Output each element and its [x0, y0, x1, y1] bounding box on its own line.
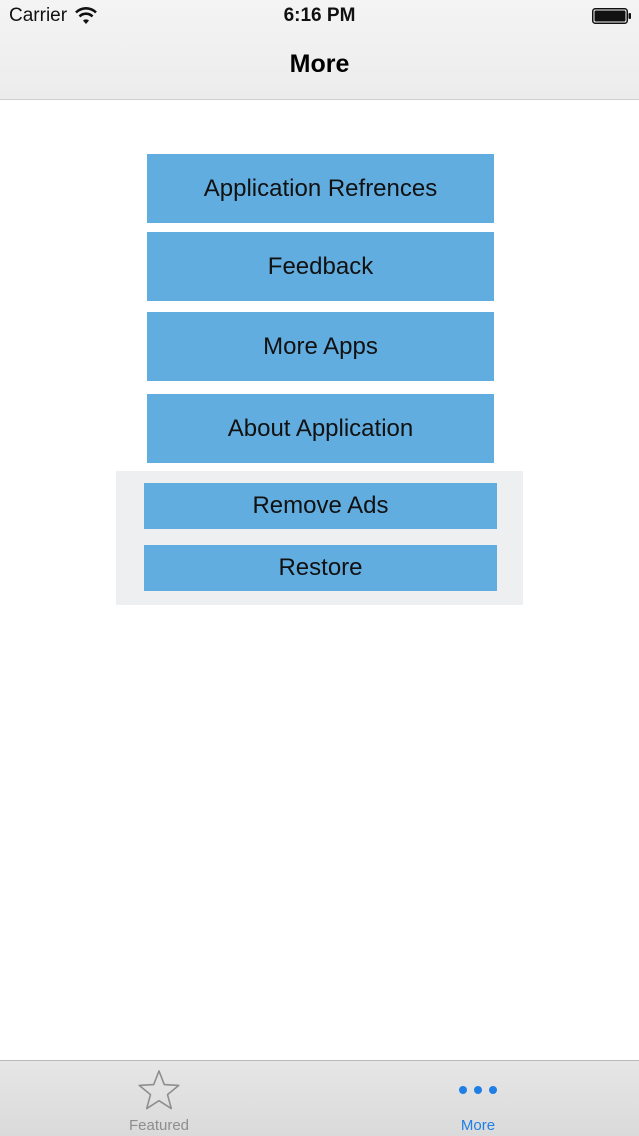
- wifi-icon: [75, 7, 97, 24]
- status-carrier: Carrier: [9, 5, 97, 27]
- restore-button[interactable]: Restore: [144, 545, 497, 591]
- tab-more[interactable]: More: [398, 1061, 558, 1136]
- page-title: More: [289, 50, 350, 78]
- more-dots-icon: [459, 1086, 497, 1094]
- tab-more-label: More: [460, 1117, 496, 1134]
- carrier-label: Carrier: [9, 5, 68, 26]
- status-time: 6:16 PM: [283, 5, 356, 26]
- tab-bar: Featured More: [0, 1060, 639, 1136]
- top-bar: Carrier 6:16 PM More: [0, 0, 639, 100]
- remove-ads-button[interactable]: Remove Ads: [144, 483, 497, 529]
- about-application-button[interactable]: About Application: [147, 394, 494, 463]
- star-icon: [138, 1070, 180, 1110]
- tab-featured[interactable]: Featured: [79, 1061, 239, 1136]
- feedback-button[interactable]: Feedback: [147, 232, 494, 301]
- tab-featured-label: Featured: [128, 1117, 190, 1134]
- battery-icon: [592, 8, 631, 24]
- application-refrences-button[interactable]: Application Refrences: [147, 154, 494, 223]
- more-apps-button[interactable]: More Apps: [147, 312, 494, 381]
